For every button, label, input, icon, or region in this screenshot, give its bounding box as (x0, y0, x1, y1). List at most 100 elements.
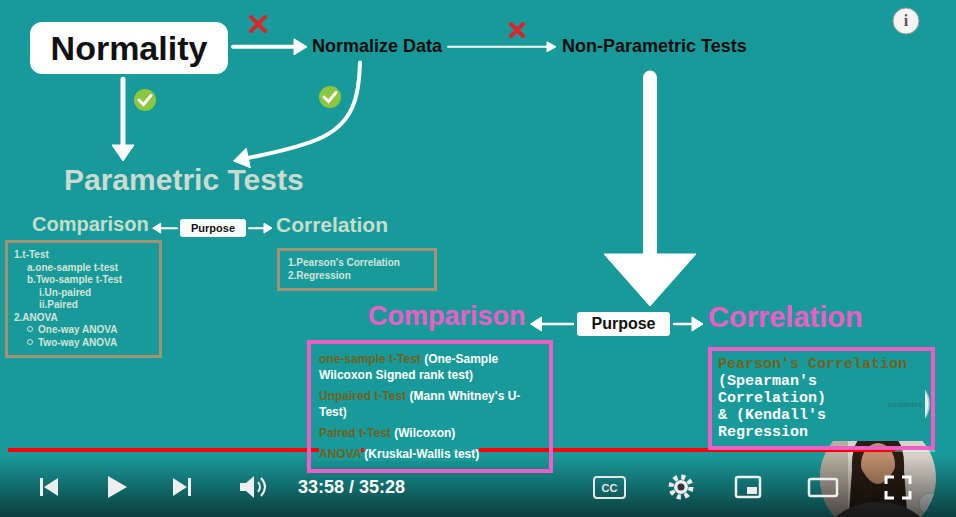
test-pair: Unpaired t-Test (Mann Whitney's U-Test) (319, 388, 541, 420)
arrow-head (604, 254, 696, 306)
info-icon-letter: i (893, 11, 919, 31)
arrow-head (264, 223, 272, 233)
purpose-branch-text: Correlation (708, 300, 863, 335)
miniplayer-icon (747, 487, 757, 494)
connector-arrow (249, 223, 272, 233)
node-text: Purpose (587, 314, 660, 334)
arrow-head (531, 317, 542, 331)
info-icon (893, 8, 919, 34)
previous-icon (40, 478, 58, 496)
player-controls (40, 476, 910, 498)
list-row: One-way ANOVA (14, 324, 153, 337)
list-item-text: i.Un-paired (39, 287, 91, 298)
connector-arrow (448, 42, 556, 52)
step-text: Non-Parametric Tests (562, 36, 747, 58)
connector-line (448, 46, 551, 48)
reject-cross (251, 17, 523, 36)
heading-text: Parametric Tests (64, 162, 304, 198)
volume-icon (240, 476, 254, 498)
volume-icon (258, 478, 265, 496)
test-list-box: Pearson's Correlation(Spearman's Correla… (708, 347, 935, 450)
connector-arrow (112, 79, 134, 161)
parametric-test-name: Paired t-Test (319, 426, 391, 440)
connector-arrow (153, 223, 177, 233)
node-text: Comparison (32, 212, 149, 236)
reject-cross (511, 24, 523, 36)
list-item-text: ii.Paired (39, 299, 78, 310)
test-pair: ANOVA (Kruskal-Wallis test) (319, 446, 541, 462)
purpose-pill: Purpose (577, 312, 670, 336)
test-name: & (Kendall's (718, 407, 925, 424)
connector-line (233, 45, 299, 49)
node-text: Correlation (708, 300, 863, 335)
connector-arrow (234, 63, 360, 168)
accept-check (134, 86, 341, 111)
list-item-text: 2.ANOVA (14, 312, 58, 323)
non-parametric-test-name: (Kruskal-Wallis test) (364, 447, 479, 461)
time-readout: 33:58 / 35:28 (298, 477, 405, 497)
list-item-text: 1.t-Test (14, 249, 49, 260)
settings-icon (674, 480, 688, 494)
accept-check (134, 89, 156, 111)
list-row: Two-way ANOVA (14, 337, 153, 350)
test-list-box: 1.t-Test a.one-sample t-testb.Two-sample … (5, 240, 162, 358)
arrow-head (294, 39, 307, 55)
node-text: Parametric Tests (64, 162, 304, 198)
node-text: Correlation (276, 212, 388, 237)
arrow-head (153, 223, 161, 233)
list-item-text: b.Two-sample t-Test (27, 274, 122, 285)
node-text: Comparison (368, 300, 526, 332)
list-item-text: 1.Pearson's Correlation (288, 257, 400, 268)
test-list-box: 1.Pearson's Correlation 2.Regression (277, 248, 437, 291)
test-name: Pearson's Correlation (718, 356, 925, 373)
purpose-branch-text: Comparison (32, 212, 149, 236)
parametric-test-name: ANOVA (319, 447, 361, 461)
node-text: Non-Parametric Tests (562, 36, 747, 58)
non-parametric-test-name: (Wilcoxon) (394, 426, 455, 440)
purpose-pill: Purpose (180, 219, 246, 237)
arrow-head (547, 42, 556, 52)
list-row: a.one-sample t-test (14, 262, 153, 275)
list-item-text: 2.Regression (288, 270, 351, 281)
test-pair: one-sample t-Test (One-Sample Wilcoxon S… (319, 351, 541, 383)
reject-cross (251, 17, 265, 31)
theater-icon (809, 479, 837, 496)
caption-button-text: CC (594, 479, 625, 497)
connector-arrow (674, 317, 703, 331)
connector-arrow (531, 317, 573, 331)
list-item-text: a.one-sample t-test (27, 262, 118, 273)
player-shade (0, 455, 956, 517)
accept-check (139, 96, 151, 105)
test-pair: Paired t-Test (Wilcoxon) (319, 425, 541, 441)
connector-line (537, 323, 573, 326)
next-icon (173, 478, 191, 496)
miniplayer-icon (736, 477, 760, 497)
parametric-test-name: Unpaired t-Test (319, 389, 406, 403)
accept-check (319, 86, 341, 108)
list-item-text: Two-way ANOVA (38, 337, 117, 348)
accept-check (324, 93, 336, 102)
test-name: Regression (718, 424, 925, 441)
list-row: ii.Paired (14, 299, 153, 312)
connector-line (643, 78, 657, 275)
fullscreen-icon (886, 477, 910, 498)
list-row: b.Two-sample t-Test (14, 274, 153, 287)
connector-arrow (233, 39, 307, 55)
start-box: Normality (30, 22, 228, 74)
connector-line (121, 79, 126, 151)
settings-icon (671, 477, 691, 497)
arrow-head (112, 145, 134, 161)
connector-arrow (604, 78, 696, 306)
connector-line (242, 63, 360, 160)
list-row: i.Un-paired (14, 287, 153, 300)
node-text: Normality (44, 26, 214, 70)
list-bullet (27, 339, 33, 345)
node-text: Purpose (188, 221, 238, 235)
list-row: 1.t-Test (14, 249, 153, 262)
caption-button (594, 477, 625, 498)
step-text: Normalize Data (312, 36, 442, 58)
test-list-box: one-sample t-Test (One-Sample Wilcoxon S… (307, 340, 553, 473)
node-text: Normalize Data (312, 36, 442, 58)
